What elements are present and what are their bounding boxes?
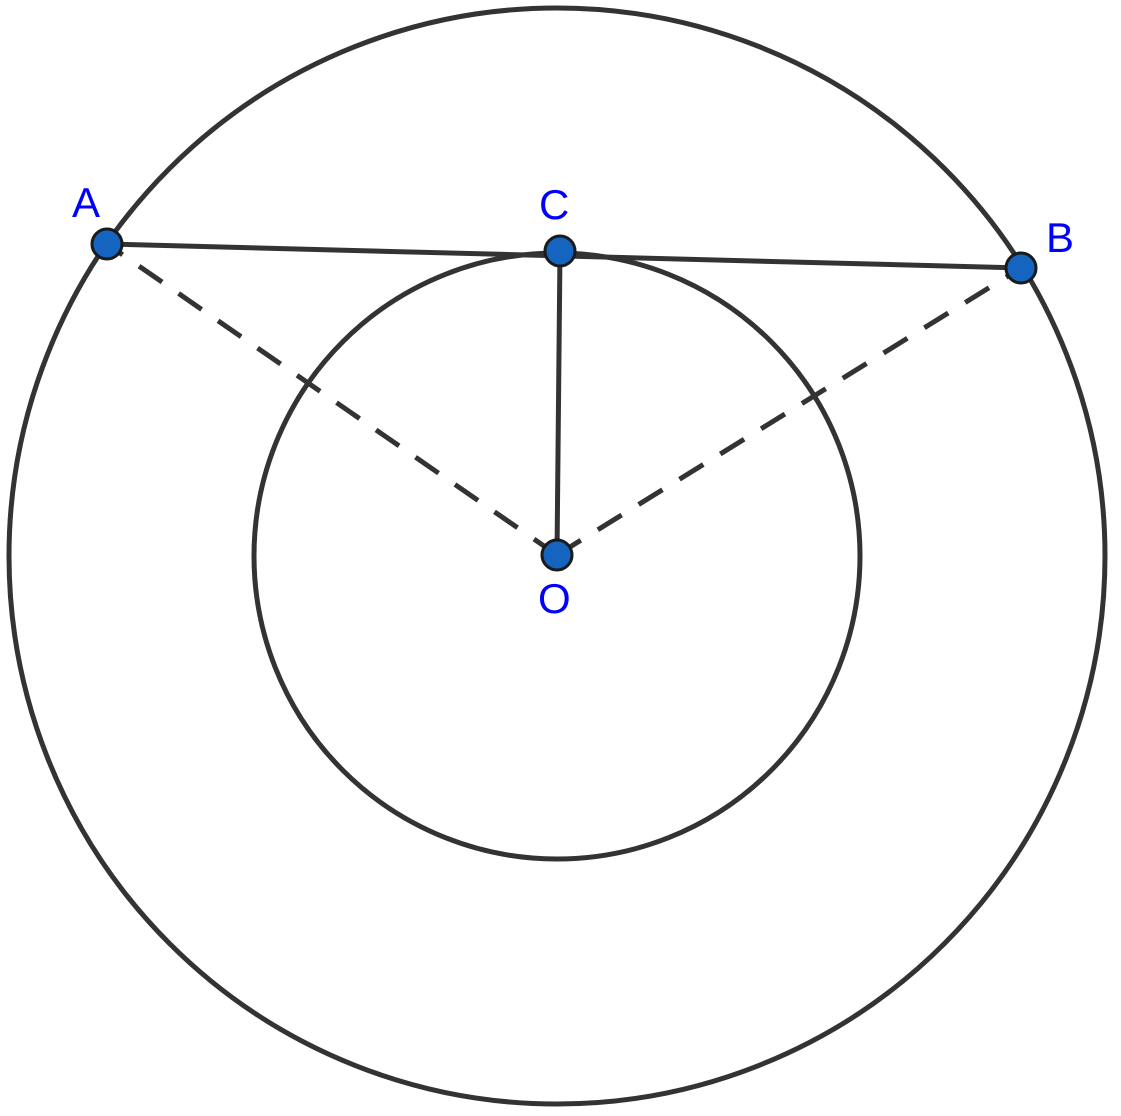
label-a: A [72, 179, 100, 226]
label-c: C [539, 181, 569, 228]
label-o: O [538, 575, 571, 622]
label-b: B [1046, 214, 1074, 261]
segment-ob [555, 265, 1023, 558]
point-a [90, 227, 124, 261]
point-c [543, 234, 577, 268]
segment-oa [105, 241, 559, 558]
outer-circle [6, 5, 1108, 1107]
segment-oc [554, 248, 563, 558]
point-b [1004, 251, 1038, 285]
point-o [540, 538, 574, 572]
